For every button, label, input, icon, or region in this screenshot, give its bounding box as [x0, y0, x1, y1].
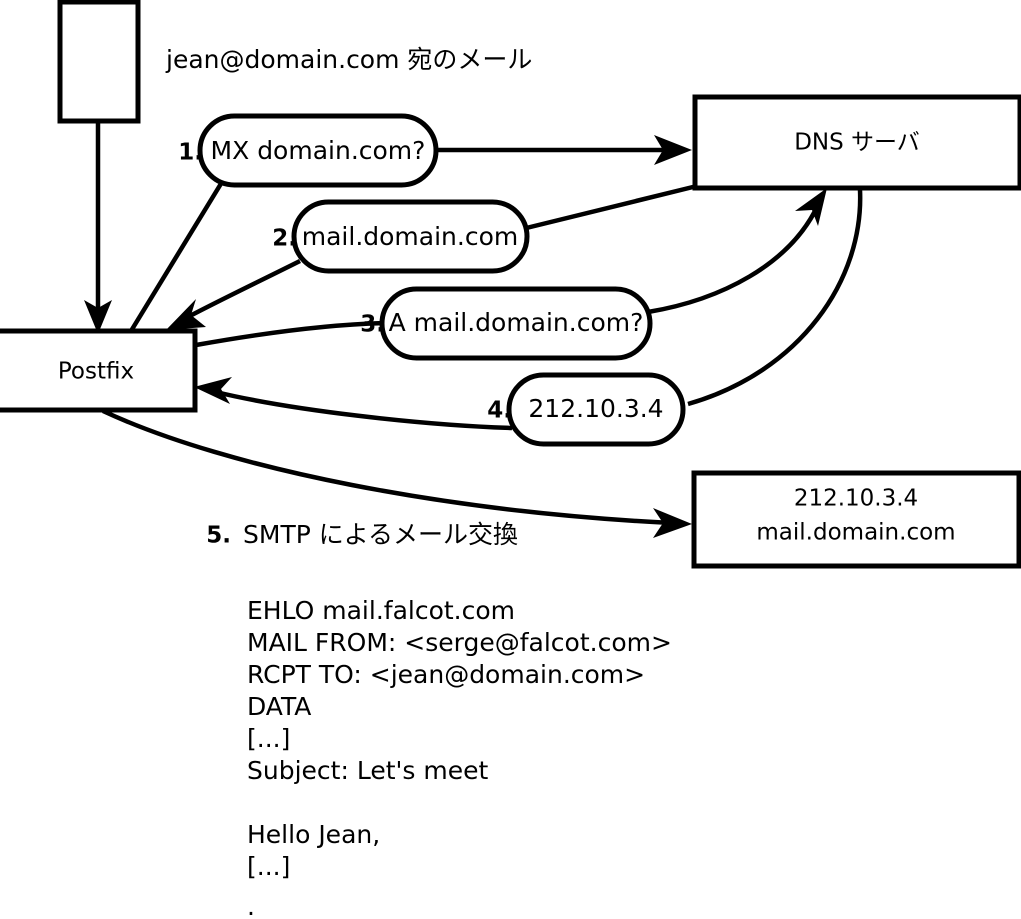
node-dns-label: DNS サーバ — [794, 130, 920, 156]
edge-step4-to-postfix — [194, 377, 513, 431]
diagram-title: jean@domain.com 宛のメール — [165, 45, 532, 74]
step-5-number: 5. — [206, 523, 231, 549]
transcript-line-7: Hello Jean, — [247, 820, 380, 849]
step-5-label: SMTP によるメール交換 — [243, 520, 518, 549]
node-postfix: Postfix — [0, 328, 198, 413]
transcript-line-0: EHLO mail.falcot.com — [247, 596, 515, 625]
step-4: 4. 212.10.3.4 — [487, 372, 686, 447]
transcript-line-1: MAIL FROM: <serge@falcot.com> — [247, 628, 672, 657]
edge-dns-to-step4 — [687, 189, 863, 407]
transcript-line-8: [...] — [247, 852, 290, 881]
node-mua-box — [57, 0, 141, 124]
step-2-label: mail.domain.com — [302, 222, 518, 251]
arrowhead-postfix-mailserver — [653, 508, 692, 538]
edge-postfix-to-step1 — [129, 180, 224, 333]
smtp-transcript: EHLO mail.falcot.com MAIL FROM: <serge@f… — [247, 596, 672, 919]
node-mailserver-ip: 212.10.3.4 — [794, 486, 918, 512]
node-postfix-box — [0, 328, 198, 413]
step-3-bubble — [379, 286, 653, 361]
arrowhead-mua-postfix — [84, 300, 112, 334]
node-dns-server: DNS サーバ — [692, 94, 1021, 191]
transcript-line-3: DATA — [247, 692, 311, 721]
edge-step1-to-dns — [430, 135, 692, 165]
edge-step3-to-dns — [647, 188, 827, 315]
edge-step2-to-postfix — [166, 258, 302, 330]
node-dns-box — [692, 94, 1021, 191]
step-1: 1. MX domain.com? — [178, 113, 439, 188]
edge-dns-to-step2 — [509, 183, 698, 235]
step-4-label: 212.10.3.4 — [528, 394, 663, 423]
node-postfix-label: Postfix — [58, 359, 134, 385]
arrowhead-step1-dns — [654, 135, 692, 165]
step-2: 2. mail.domain.com — [272, 199, 530, 274]
edge-postfix-to-mailserver — [102, 408, 692, 538]
step-2-bubble — [291, 199, 530, 274]
transcript-line-4: [...] — [247, 724, 290, 753]
node-mail-server: 212.10.3.4 mail.domain.com — [691, 470, 1021, 569]
step-1-label: MX domain.com? — [211, 136, 426, 165]
arrowhead-step2-postfix — [166, 299, 206, 330]
arrowhead-step3-dns — [795, 188, 827, 226]
step-3: 3. A mail.domain.com? — [360, 286, 653, 361]
transcript-line-5: Subject: Let's meet — [247, 756, 488, 785]
edge-mua-to-postfix — [84, 121, 112, 334]
transcript-line-10: . — [247, 892, 255, 919]
step-1-bubble — [197, 113, 439, 188]
edge-postfix-to-step3 — [195, 320, 387, 348]
step-3-label: A mail.domain.com? — [389, 308, 644, 337]
transcript-line-2: RCPT TO: <jean@domain.com> — [247, 660, 645, 689]
node-mailserver-hostname: mail.domain.com — [756, 520, 955, 546]
arrowhead-step4-postfix — [194, 377, 232, 404]
node-mailserver-box — [691, 470, 1021, 569]
step-4-bubble — [506, 372, 686, 447]
